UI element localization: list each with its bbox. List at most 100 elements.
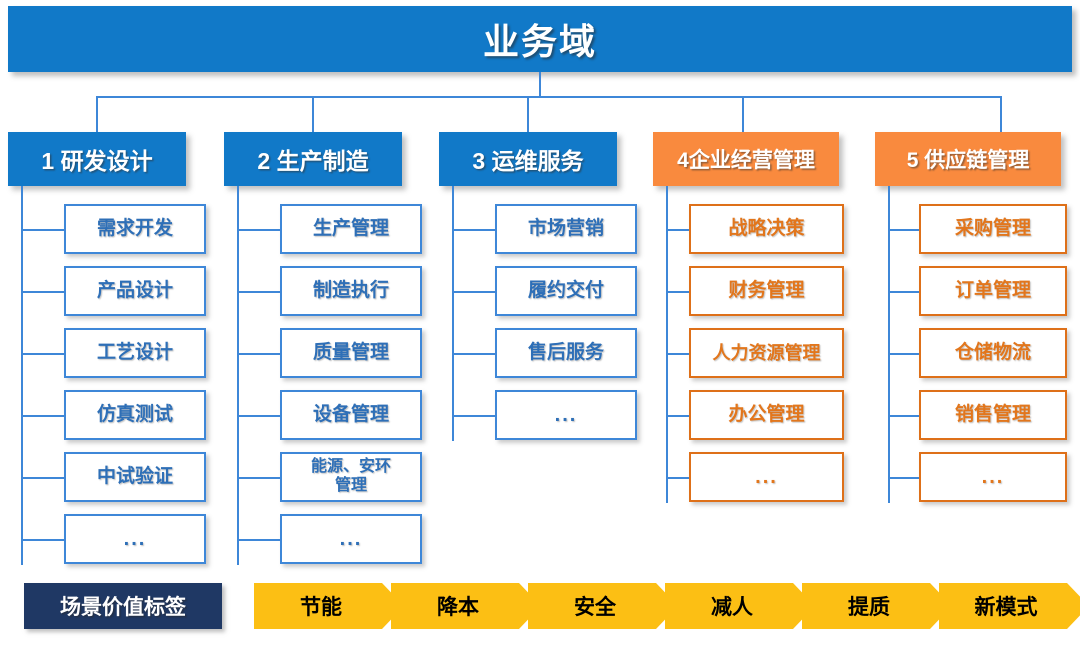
title-drop-connector xyxy=(539,72,541,98)
item-label: 订单管理 xyxy=(954,280,1031,302)
item-label: 市场营销 xyxy=(527,218,604,240)
column-header-label: 3 运维服务 xyxy=(472,148,584,174)
column-header-label: 1 研发设计 xyxy=(41,148,153,174)
item-label: 战略决策 xyxy=(728,218,805,240)
item-box[interactable]: 生产管理 xyxy=(280,204,422,254)
column-header-5[interactable]: 5 供应链管理 xyxy=(875,132,1061,186)
item-stub-4-3 xyxy=(666,353,690,355)
item-box[interactable]: 履约交付 xyxy=(495,266,637,316)
item-box[interactable]: 办公管理 xyxy=(689,390,844,440)
column-header-label: 2 生产制造 xyxy=(257,148,369,174)
header-drop-connector-4 xyxy=(742,96,744,132)
header-drop-connector-2 xyxy=(312,96,314,132)
item-stub-2-1 xyxy=(237,229,281,231)
column-header-label: 5 供应链管理 xyxy=(906,149,1030,172)
item-label: ... xyxy=(755,465,778,488)
value-tag-chevron[interactable]: 降本 xyxy=(391,583,541,629)
item-box[interactable]: 仿真测试 xyxy=(64,390,206,440)
column-header-1[interactable]: 1 研发设计 xyxy=(8,132,186,186)
item-label: 产品设计 xyxy=(96,280,173,302)
item-label: 工艺设计 xyxy=(96,342,173,364)
item-label: 中试验证 xyxy=(96,466,173,488)
header-drop-connector-3 xyxy=(527,96,529,132)
item-stub-2-6 xyxy=(237,539,281,541)
item-box[interactable]: 设备管理 xyxy=(280,390,422,440)
item-stub-4-1 xyxy=(666,229,690,231)
item-label: 仿真测试 xyxy=(96,404,173,426)
item-label: 采购管理 xyxy=(954,218,1031,240)
item-box[interactable]: 中试验证 xyxy=(64,452,206,502)
item-stub-2-2 xyxy=(237,291,281,293)
item-box[interactable]: 售后服务 xyxy=(495,328,637,378)
item-stub-5-4 xyxy=(888,415,920,417)
item-box[interactable]: 人力资源管理 xyxy=(689,328,844,378)
item-label: 办公管理 xyxy=(728,404,805,426)
item-box[interactable]: 质量管理 xyxy=(280,328,422,378)
item-box-ellipsis[interactable]: ... xyxy=(919,452,1067,502)
item-label: 质量管理 xyxy=(312,342,389,364)
item-label: 生产管理 xyxy=(312,218,389,240)
value-tag-label-text: 场景价值标签 xyxy=(60,596,186,619)
item-box[interactable]: 战略决策 xyxy=(689,204,844,254)
item-label: 销售管理 xyxy=(954,404,1031,426)
item-label: 财务管理 xyxy=(728,280,805,302)
item-label: ... xyxy=(981,465,1005,488)
column-spine-4 xyxy=(666,186,668,503)
value-tag-chevron[interactable]: 减人 xyxy=(665,583,815,629)
value-tag-text: 节能 xyxy=(300,596,342,619)
item-box-ellipsis[interactable]: ... xyxy=(280,514,422,564)
item-box-ellipsis[interactable]: ... xyxy=(689,452,844,502)
column-header-2[interactable]: 2 生产制造 xyxy=(224,132,402,186)
value-tag-chevron[interactable]: 新模式 xyxy=(939,583,1080,629)
item-box[interactable]: 财务管理 xyxy=(689,266,844,316)
item-stub-3-3 xyxy=(452,353,496,355)
item-box-ellipsis[interactable]: ... xyxy=(64,514,206,564)
column-header-3[interactable]: 3 运维服务 xyxy=(439,132,617,186)
item-stub-3-2 xyxy=(452,291,496,293)
item-stub-1-4 xyxy=(21,415,65,417)
value-tag-text: 降本 xyxy=(437,596,479,619)
item-box[interactable]: 市场营销 xyxy=(495,204,637,254)
item-stub-1-6 xyxy=(21,539,65,541)
column-header-label: 4企业经营管理 xyxy=(677,149,815,172)
item-stub-3-4 xyxy=(452,415,496,417)
value-tag-text: 安全 xyxy=(574,596,616,619)
item-stub-2-5 xyxy=(237,477,281,479)
value-tag-text: 减人 xyxy=(711,596,753,619)
item-stub-1-1 xyxy=(21,229,65,231)
value-tag-chevron[interactable]: 安全 xyxy=(528,583,678,629)
value-tag-text: 提质 xyxy=(848,596,890,619)
item-stub-1-5 xyxy=(21,477,65,479)
item-label: 人力资源管理 xyxy=(712,342,821,363)
item-stub-5-1 xyxy=(888,229,920,231)
value-tag-label: 场景价值标签 xyxy=(24,583,222,629)
header-drop-connector-1 xyxy=(96,96,98,132)
value-tag-chevron[interactable]: 节能 xyxy=(254,583,404,629)
item-label: 履约交付 xyxy=(527,280,604,302)
item-box[interactable]: 能源、安环 管理 xyxy=(280,452,422,502)
item-box[interactable]: 工艺设计 xyxy=(64,328,206,378)
column-header-4[interactable]: 4企业经营管理 xyxy=(653,132,839,186)
item-stub-5-3 xyxy=(888,353,920,355)
column-spine-5 xyxy=(888,186,890,503)
item-box[interactable]: 仓储物流 xyxy=(919,328,1067,378)
item-label: 售后服务 xyxy=(527,342,604,364)
diagram-title-bar: 业务域 xyxy=(8,6,1072,72)
item-box[interactable]: 销售管理 xyxy=(919,390,1067,440)
value-tag-chevron[interactable]: 提质 xyxy=(802,583,952,629)
item-label: ... xyxy=(554,403,578,426)
item-box[interactable]: 产品设计 xyxy=(64,266,206,316)
item-box[interactable]: 制造执行 xyxy=(280,266,422,316)
item-box[interactable]: 需求开发 xyxy=(64,204,206,254)
header-drop-connector-5 xyxy=(1000,96,1002,132)
item-label: 能源、安环 管理 xyxy=(310,458,391,494)
item-stub-1-2 xyxy=(21,291,65,293)
item-stub-5-2 xyxy=(888,291,920,293)
item-label: 需求开发 xyxy=(96,218,173,240)
item-box[interactable]: 采购管理 xyxy=(919,204,1067,254)
column-spine-1 xyxy=(21,186,23,565)
item-box-ellipsis[interactable]: ... xyxy=(495,390,637,440)
item-box[interactable]: 订单管理 xyxy=(919,266,1067,316)
item-stub-4-4 xyxy=(666,415,690,417)
